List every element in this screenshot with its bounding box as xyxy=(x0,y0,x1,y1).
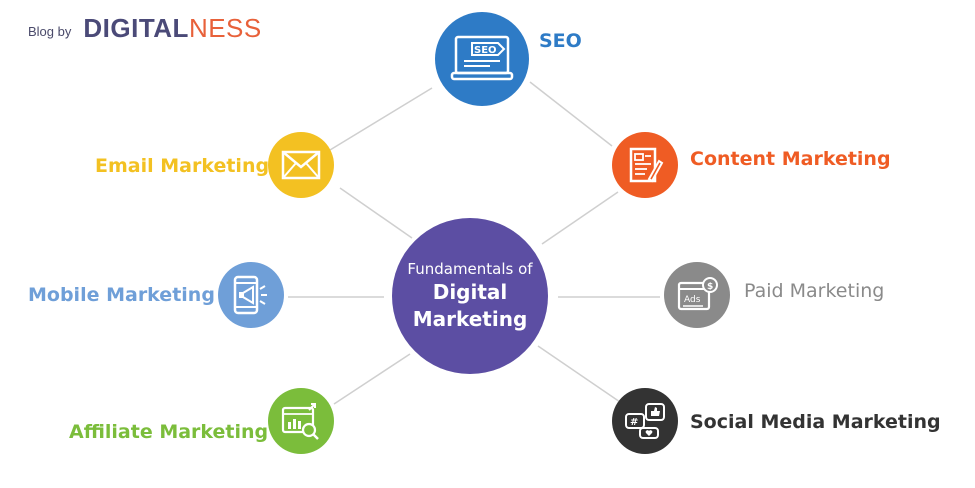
envelope-icon xyxy=(281,150,321,180)
affiliate-node xyxy=(268,388,334,454)
analytics-magnifier-icon xyxy=(281,403,319,440)
svg-text:$: $ xyxy=(707,282,713,292)
social-label: Social Media Marketing xyxy=(690,411,941,433)
content-label: Content Marketing xyxy=(690,148,891,170)
connector-affiliate xyxy=(333,353,411,405)
center-title-line1: Fundamentals of xyxy=(407,260,533,278)
ads-dollar-icon: Ads $ xyxy=(677,277,718,311)
affiliate-label: Affiliate Marketing xyxy=(69,421,269,443)
seo-label: SEO xyxy=(539,30,582,52)
connector-seo xyxy=(329,87,433,151)
email-node xyxy=(268,132,334,198)
brand-name-part-b: NESS xyxy=(188,12,262,43)
connector-email xyxy=(339,187,413,239)
center-topic-circle: Fundamentals of Digital Marketing xyxy=(392,218,548,374)
phone-megaphone-icon xyxy=(233,275,267,315)
brand-name-part-a: DIGITAL xyxy=(83,12,189,43)
center-title-line2: Digital xyxy=(432,280,508,304)
document-pencil-icon xyxy=(629,147,664,183)
paid-label: Paid Marketing xyxy=(744,280,885,302)
svg-text:Ads: Ads xyxy=(684,295,701,305)
paid-node: Ads $ xyxy=(664,262,730,328)
connector-social xyxy=(537,345,621,403)
email-label: Email Marketing xyxy=(95,155,270,177)
seo-node: SEO xyxy=(435,12,529,106)
center-title-line3: Marketing xyxy=(412,307,528,331)
svg-text:#: # xyxy=(630,417,638,428)
mobile-label: Mobile Marketing xyxy=(28,284,215,306)
connector-content xyxy=(541,191,619,245)
brand-prefix: Blog by xyxy=(28,23,72,39)
svg-text:SEO: SEO xyxy=(474,45,497,56)
social-bubbles-icon: # xyxy=(625,403,665,439)
brand-logo: Blog by DIGITAL NESS xyxy=(28,12,262,44)
mobile-node xyxy=(218,262,284,328)
content-node xyxy=(612,132,678,198)
connector-seo-right xyxy=(529,81,613,147)
seo-laptop-icon: SEO xyxy=(450,35,514,81)
social-node: # xyxy=(612,388,678,454)
